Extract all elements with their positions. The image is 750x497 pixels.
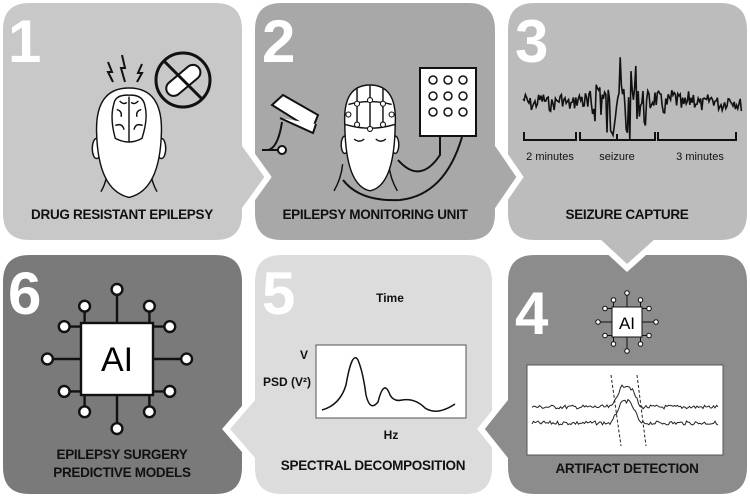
step-number-3: 3 (515, 8, 548, 75)
chip-pin (142, 405, 157, 419)
chip-body (611, 306, 643, 338)
v-label: V (300, 348, 308, 362)
psd-curve (321, 357, 456, 412)
chip-pin (110, 282, 124, 297)
psd-plot (315, 344, 467, 419)
time-brackets (523, 132, 737, 141)
step-label-2: EPILEPSY MONITORING UNIT (282, 207, 468, 222)
ai-chip-icon (595, 290, 659, 354)
chip-pin (57, 384, 71, 399)
step-number-6: 6 (8, 260, 41, 327)
chip-pin (77, 405, 92, 419)
step-label-1: DRUG RESISTANT EPILEPSY (31, 207, 213, 222)
step-number-1: 1 (8, 8, 41, 75)
chip-pin (610, 341, 617, 347)
chip-pin (142, 299, 157, 313)
amplifier-icon (419, 67, 477, 137)
chip-pin (77, 299, 92, 313)
chip-pin (637, 341, 644, 347)
head-brain-icon (91, 87, 167, 199)
lightning-icon (106, 54, 144, 83)
chip-pin (595, 319, 601, 325)
time-label: Time (376, 291, 404, 305)
eeg-cap-head-icon (333, 84, 463, 202)
step-label-3: SEIZURE CAPTURE (565, 207, 688, 222)
chip-pin (653, 319, 659, 325)
chip-pin (624, 290, 630, 296)
step-number-2: 2 (262, 8, 295, 75)
chip-pin (57, 320, 71, 334)
chip-pin (602, 332, 608, 339)
step-number-5: 5 (262, 260, 295, 327)
chip-pin (40, 352, 55, 366)
chip-body (79, 321, 155, 397)
hz-label: Hz (384, 428, 399, 442)
step-label-6-line1: EPILEPSY SURGERY (57, 447, 188, 462)
camera-icon (262, 93, 320, 155)
chip-pin (602, 305, 608, 312)
chip-pin (637, 297, 644, 303)
segment-label-seizure: seizure (599, 151, 634, 163)
segment-label-post: 3 minutes (676, 151, 724, 163)
artifact-plot (526, 364, 724, 456)
step-label-6-line2: PREDICTIVE MODELS (53, 465, 191, 480)
panel-3 (502, 0, 750, 273)
segment-label-pre: 2 minutes (526, 151, 574, 163)
chip-pin (163, 384, 177, 399)
chip-pin (110, 422, 124, 436)
seizure-eeg-trace (522, 57, 743, 141)
chip-pin (163, 320, 177, 334)
step-number-4: 4 (515, 280, 549, 347)
chip-pin (624, 348, 630, 354)
chip-pin (610, 297, 617, 303)
chip-pin (646, 305, 652, 312)
chip-label-6: AI (101, 341, 133, 379)
chip-pin (646, 332, 652, 339)
psd-label: PSD (V²) (263, 375, 311, 389)
no-pill-icon (154, 51, 212, 109)
chip-pin (180, 352, 194, 366)
step-label-5: SPECTRAL DECOMPOSITION (281, 458, 465, 473)
step-label-4: ARTIFACT DETECTION (555, 461, 698, 476)
chip-label-4: AI (619, 314, 635, 333)
ai-chip-icon (40, 282, 194, 436)
